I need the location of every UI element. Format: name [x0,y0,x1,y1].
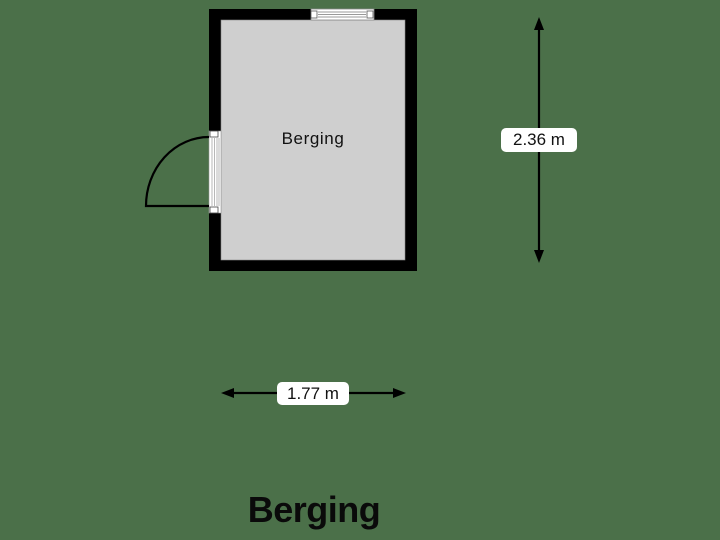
room-floor [220,19,406,261]
door-icon [144,130,222,214]
height-dimension-label: 2.36 m [501,128,577,152]
floorplan-title: Berging [247,489,381,530]
window-icon [310,8,375,21]
width-dimension-label: 1.77 m [277,382,349,405]
room-label: Berging [281,129,345,148]
